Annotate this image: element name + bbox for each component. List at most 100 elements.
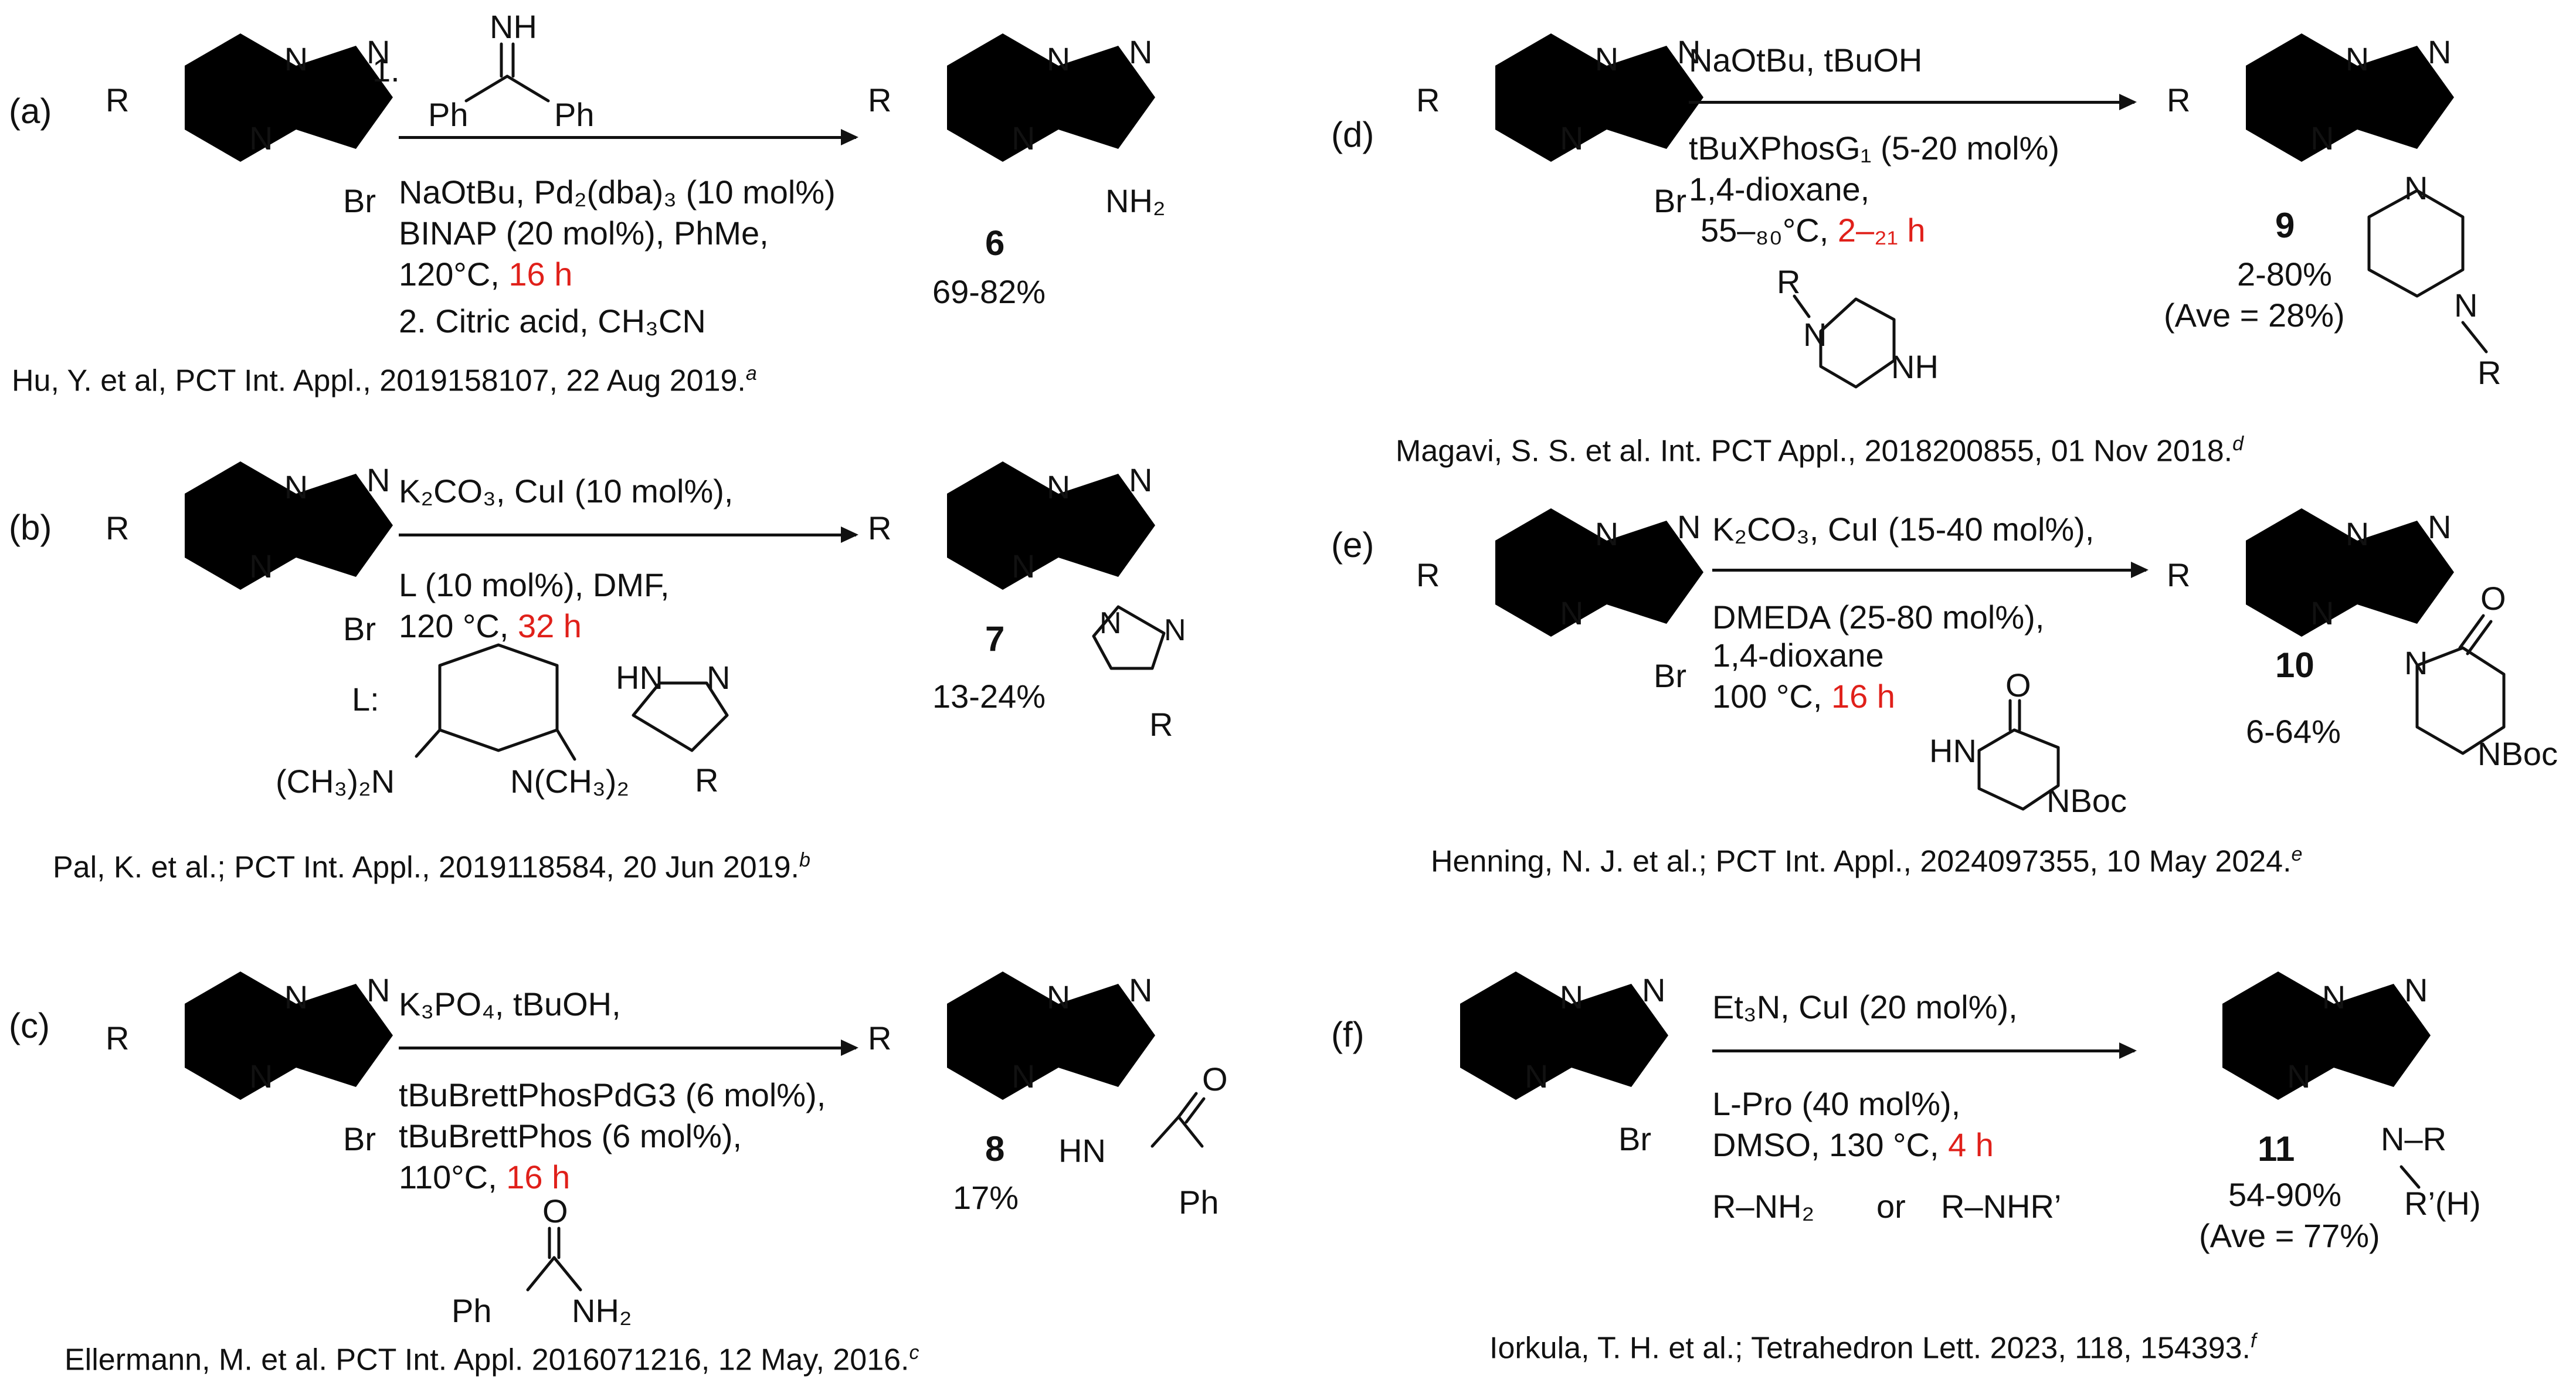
svg-text:N: N — [1164, 613, 1186, 647]
svg-text:N: N — [366, 461, 390, 498]
svg-text:O: O — [1202, 1061, 1228, 1098]
svg-text:N: N — [2404, 169, 2428, 206]
compound-10: 10 — [2275, 646, 2314, 685]
panel-f-yield: 54-90% — [2228, 1176, 2342, 1213]
svg-text:Br: Br — [343, 610, 376, 647]
panel-d-ave: (Ave = 28%) — [2164, 297, 2345, 334]
panel-b-cond2: L (10 mol%), DMF, — [399, 566, 670, 603]
svg-text:Ph: Ph — [554, 96, 595, 133]
panel-a-step1: 1. — [372, 52, 400, 89]
svg-text:R: R — [868, 509, 891, 546]
svg-text:N: N — [2346, 515, 2369, 552]
panel-d-cond1: NaOtBu, tBuOH — [1689, 42, 1923, 79]
nme2-right: N(CH₃)₂ — [510, 763, 630, 800]
dmcda-ligand — [415, 643, 576, 761]
svg-text:R: R — [2167, 81, 2190, 118]
svg-text:N: N — [1525, 1058, 1548, 1095]
panel-f-arrow — [1712, 1042, 2137, 1059]
panel-a-label: (a) — [9, 91, 52, 131]
panel-e-product: N N N R N O NBoc — [2167, 508, 2558, 772]
svg-text:N: N — [2404, 971, 2428, 1008]
svg-text:NH₂: NH₂ — [572, 1292, 632, 1329]
panel-d-cond4: 55–₈₀°C, 2–₂₁ h — [1701, 212, 1926, 249]
svg-text:R: R — [1149, 706, 1173, 743]
panel-b-cond3: 120 °C, 32 h — [399, 607, 582, 644]
svg-text:N: N — [1595, 515, 1618, 552]
svg-text:R: R — [1777, 263, 1800, 300]
svg-text:R: R — [106, 1020, 129, 1057]
compound-9: 9 — [2275, 206, 2295, 245]
panel-e-cond2: DMEDA (25-80 mol%), — [1712, 599, 2045, 636]
nme2-left: (CH₃)₂N — [276, 763, 395, 800]
svg-text:N: N — [707, 659, 730, 696]
panel-d-reference: Magavi, S. S. et al. Int. PCT Appl., 201… — [1396, 433, 2244, 468]
benzamide-reagent: O Ph NH₂ — [452, 1193, 632, 1329]
panel-a-cond1: NaOtBu, Pd₂(dba)₃ (10 mol%) — [399, 174, 836, 210]
svg-text:R: R — [2477, 354, 2501, 391]
svg-text:R’(H): R’(H) — [2404, 1185, 2481, 1222]
compound-6: 6 — [985, 223, 1005, 263]
svg-text:R: R — [1416, 556, 1440, 593]
svg-text:N: N — [1129, 33, 1152, 70]
compound-8: 8 — [985, 1129, 1005, 1168]
svg-text:N: N — [1560, 120, 1583, 157]
svg-text:N: N — [2346, 40, 2369, 77]
svg-text:N: N — [366, 971, 390, 1008]
svg-text:O: O — [2480, 580, 2506, 617]
panel-c-cond1: K₃PO₄, tBuOH, — [399, 986, 621, 1022]
piperazinone-reagent: O HN NBoc — [1929, 667, 2127, 819]
amine-or: or — [1876, 1188, 1906, 1225]
svg-text:N: N — [249, 1058, 273, 1095]
svg-text:N: N — [249, 548, 273, 585]
svg-text:O: O — [542, 1193, 568, 1229]
panel-f-ave: (Ave = 77%) — [2199, 1217, 2380, 1254]
panel-f-cond1: Et₃N, CuI (20 mol%), — [1712, 988, 2018, 1025]
svg-text:NH: NH — [490, 8, 537, 45]
panel-f-cond3: DMSO, 130 °C, 4 h — [1712, 1126, 1994, 1163]
panel-b-yield: 13-24% — [932, 678, 1046, 715]
svg-text:N: N — [2310, 595, 2334, 631]
panel-b-reactant: N N N R Br — [106, 461, 393, 647]
panel-e-reactant: N N N R Br — [1416, 508, 1703, 694]
panel-d-label: (d) — [1331, 115, 1374, 154]
svg-text:R: R — [2167, 556, 2190, 593]
panel-e-reference: Henning, N. J. et al.; PCT Int. Appl., 2… — [1431, 843, 2303, 879]
panel-d-cond3: 1,4-dioxane, — [1689, 171, 1870, 208]
svg-text:N: N — [2310, 120, 2334, 157]
panel-c-reactant: N N N R Br — [106, 971, 393, 1157]
compound-11: 11 — [2258, 1129, 2295, 1168]
svg-text:N: N — [1129, 461, 1152, 498]
svg-text:R: R — [106, 81, 129, 118]
svg-text:N: N — [1047, 40, 1070, 77]
svg-text:N: N — [284, 979, 308, 1015]
svg-text:N: N — [1012, 1058, 1035, 1095]
panel-d-yield: 2-80% — [2237, 256, 2332, 293]
svg-text:N: N — [1560, 979, 1583, 1015]
svg-text:N: N — [2404, 644, 2428, 681]
svg-text:N: N — [1047, 979, 1070, 1015]
svg-text:NBoc: NBoc — [2477, 735, 2558, 772]
svg-text:R: R — [1416, 81, 1440, 118]
panel-e-cond3: 1,4-dioxane — [1712, 637, 1884, 674]
svg-text:N: N — [1595, 40, 1618, 77]
panel-a-cond2: BINAP (20 mol%), PhMe, — [399, 215, 769, 252]
panel-f-reactant: N N N Br — [1460, 971, 1668, 1157]
panel-c-yield: 17% — [953, 1179, 1019, 1216]
panel-c-reference: Ellermann, M. et al. PCT Int. Appl. 2016… — [65, 1341, 919, 1377]
panel-a-reference: Hu, Y. et al, PCT Int. Appl., 2019158107… — [12, 362, 757, 398]
svg-text:N: N — [1047, 468, 1070, 505]
panel-d-arrow — [1689, 94, 2137, 110]
svg-text:N: N — [2428, 508, 2451, 545]
svg-text:Ph: Ph — [428, 96, 469, 133]
svg-text:R: R — [868, 81, 891, 118]
amine-primary: R–NH₂ — [1712, 1188, 1815, 1225]
svg-text:N: N — [2287, 1058, 2310, 1095]
svg-text:O: O — [2005, 667, 2031, 704]
svg-text:N: N — [2322, 979, 2346, 1015]
svg-text:Br: Br — [343, 182, 376, 219]
panel-b-arrow — [399, 526, 858, 543]
panel-b-reference: Pal, K. et al.; PCT Int. Appl., 20191185… — [53, 849, 810, 885]
svg-text:N: N — [1099, 606, 1122, 640]
svg-text:Br: Br — [1618, 1120, 1651, 1157]
